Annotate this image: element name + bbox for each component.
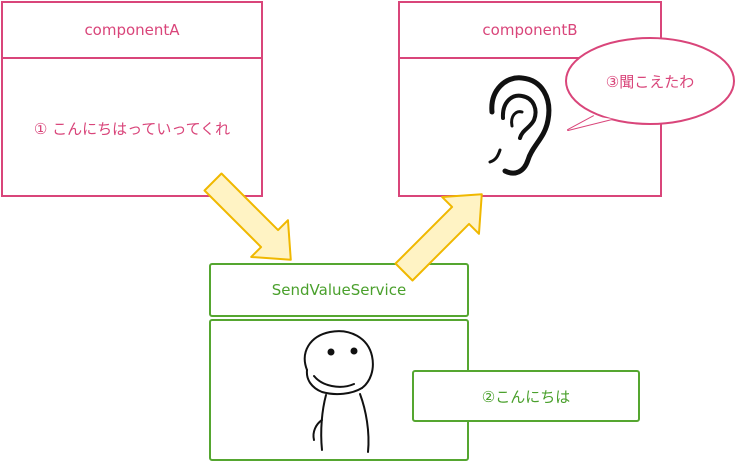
service-title: SendValueService — [271, 281, 407, 299]
service-title-box: SendValueService — [209, 263, 469, 317]
speech-text: ③聞こえたわ — [605, 72, 695, 91]
component-a-message: ① こんにちはっていってくれ — [33, 119, 231, 138]
service-value-box: ②こんにちは — [412, 370, 640, 422]
face-sketch-icon — [303, 330, 374, 453]
ear-icon — [488, 75, 552, 176]
component-a-box: componentA ① こんにちはっていってくれ — [1, 1, 263, 197]
component-b-title: componentB — [400, 3, 660, 59]
arrow-to-service — [203, 172, 292, 261]
arrow-to-component-b — [394, 193, 483, 282]
component-a-title: componentA — [3, 3, 261, 59]
speech-bubble — [565, 37, 735, 131]
service-value: ②こんにちは — [481, 387, 571, 406]
